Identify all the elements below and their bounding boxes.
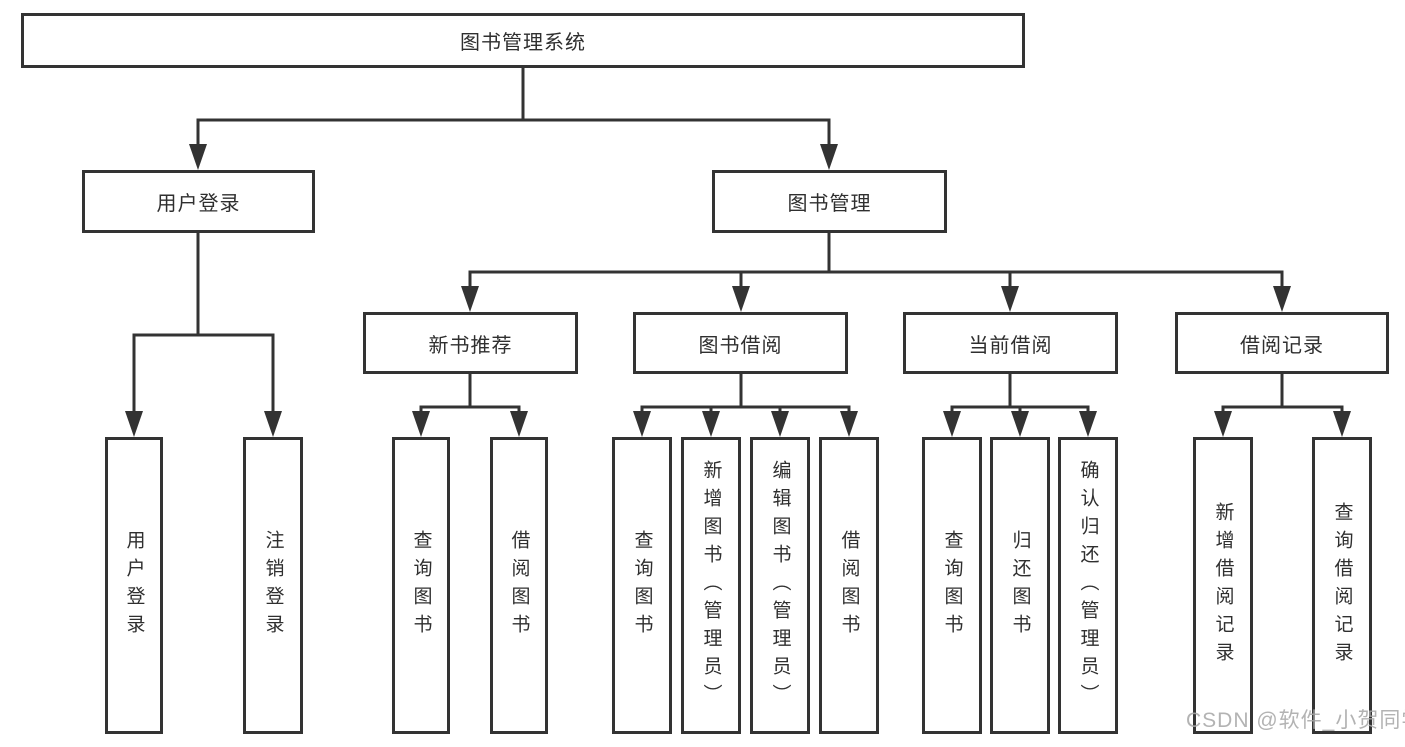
- leaf-label: 新增借阅记录: [1212, 501, 1234, 670]
- leaf-query-books-current: 查询图书: [922, 437, 982, 734]
- node-current-borrow: 当前借阅: [903, 312, 1118, 374]
- node-book-management: 图书管理: [712, 170, 947, 233]
- leaf-label: 注销登录: [262, 529, 284, 642]
- leaf-return-books: 归还图书: [990, 437, 1050, 734]
- node-root: 图书管理系统: [21, 13, 1025, 68]
- leaf-query-books-recommend: 查询图书: [392, 437, 450, 734]
- leaf-query-borrow-record: 查询借阅记录: [1312, 437, 1372, 734]
- csdn-watermark: CSDN @软件_小贺同学: [1186, 709, 1405, 732]
- node-user-login: 用户登录: [82, 170, 315, 233]
- leaf-label: 编辑图书（管理员）: [769, 459, 791, 712]
- leaf-borrow-books: 借阅图书: [819, 437, 879, 734]
- leaf-add-books-admin: 新增图书（管理员）: [681, 437, 741, 734]
- leaf-logout: 注销登录: [243, 437, 303, 734]
- connector-new-book-recommend: [412, 374, 528, 437]
- connector-book-management: [461, 233, 1291, 312]
- leaf-add-borrow-record: 新增借阅记录: [1193, 437, 1253, 734]
- leaf-label: 借阅图书: [838, 529, 860, 642]
- node-label: 图书借阅: [698, 334, 783, 357]
- connector-book-borrow: [633, 374, 858, 437]
- node-label: 借阅记录: [1240, 334, 1324, 357]
- node-label: 当前借阅: [968, 334, 1053, 357]
- leaf-label: 查询图书: [631, 529, 653, 642]
- leaf-borrow-books-recommend: 借阅图书: [490, 437, 548, 734]
- connector-current-borrow: [943, 374, 1097, 437]
- node-root-label: 图书管理系统: [460, 32, 586, 54]
- leaf-edit-books-admin: 编辑图书（管理员）: [750, 437, 810, 734]
- node-label: 用户登录: [156, 193, 241, 215]
- connector-borrow-records: [1214, 374, 1351, 437]
- leaf-label: 查询借阅记录: [1331, 501, 1353, 670]
- leaf-label: 查询图书: [941, 529, 963, 642]
- node-book-borrow: 图书借阅: [633, 312, 848, 374]
- leaf-query-books-borrow: 查询图书: [612, 437, 672, 734]
- leaf-confirm-return-admin: 确认归还（管理员）: [1058, 437, 1118, 734]
- leaf-label: 查询图书: [410, 529, 432, 642]
- node-borrow-records: 借阅记录: [1175, 312, 1389, 374]
- leaf-label: 借阅图书: [508, 529, 530, 642]
- node-label: 新书推荐: [428, 334, 513, 357]
- leaf-user-login: 用户登录: [105, 437, 163, 734]
- connector-root: [189, 68, 838, 170]
- leaf-label: 用户登录: [123, 529, 145, 642]
- leaf-label: 确认归还（管理员）: [1077, 459, 1099, 712]
- leaf-label: 新增图书（管理员）: [700, 459, 722, 712]
- connector-user-login: [125, 233, 282, 437]
- leaf-label: 归还图书: [1009, 529, 1031, 642]
- node-new-book-recommend: 新书推荐: [363, 312, 578, 374]
- node-label: 图书管理: [787, 193, 872, 215]
